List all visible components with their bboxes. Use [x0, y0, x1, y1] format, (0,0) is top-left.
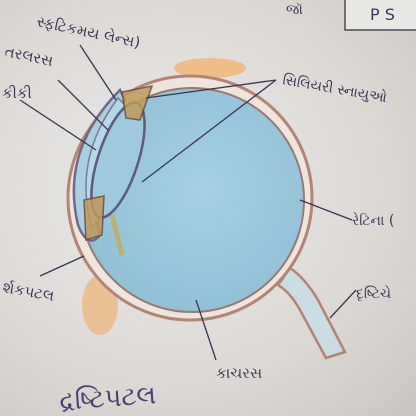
iris-bottom	[83, 195, 105, 242]
ciliary-streak	[109, 214, 125, 256]
optic-nerve-label: દૃષ્ટિચે	[356, 285, 391, 302]
retina-label: રેટિના (	[352, 212, 394, 229]
corner-text-2: જૉ	[286, 1, 303, 18]
vitreous-label: કાચરસ	[216, 364, 262, 382]
pointer-lines	[19, 44, 357, 361]
corner-text: P S	[370, 5, 395, 24]
iris-top	[121, 85, 154, 121]
iris-label: કીકી	[2, 84, 32, 102]
header-box	[344, 0, 416, 31]
aqueous-label: તરલરસ	[3, 42, 55, 70]
lens-label: સ્ફટિકમય લેન્સ)	[35, 12, 142, 52]
handwritten-note: દ્રષ્ટિપટલ	[58, 380, 157, 416]
optic-nerve	[276, 266, 347, 360]
ciliary-label: સિલિયરી સ્નાયુઓ	[281, 71, 388, 106]
orange-tint-top	[174, 58, 246, 78]
cornea-label: ર્શકપટલ	[1, 278, 55, 305]
